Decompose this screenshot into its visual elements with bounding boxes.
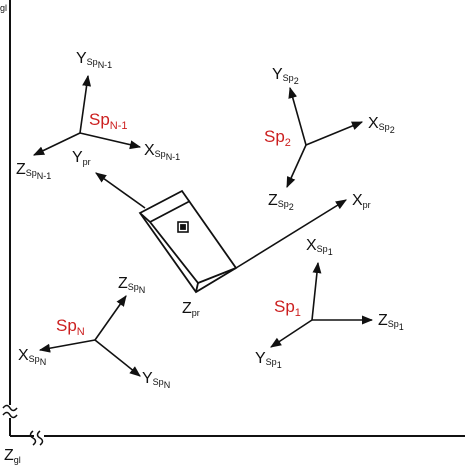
sp-2-z-arrow: [286, 144, 307, 189]
sp-n-y-label: YSpN: [142, 370, 170, 390]
probe-x-axis-arrow: [235, 199, 347, 269]
probe-y-label: Ypr: [72, 149, 91, 167]
sp-n-minus-1-x-label: XSpN-1: [144, 142, 180, 162]
sp-n-minus-1-x-arrow: [79, 132, 142, 150]
sp-2-y-label: YSp2: [272, 66, 299, 86]
sp-n-name: SpN: [56, 316, 85, 338]
frame-sp-1-axes: [270, 261, 374, 348]
frame-sp-n-axes: [38, 295, 141, 377]
global-axis-top-label: gl: [0, 3, 7, 13]
probe-marker: [177, 221, 189, 233]
probe-z-label: Zpr: [182, 300, 200, 318]
sp-n-minus-1-y-arrow: [79, 74, 92, 134]
sp-n-x-arrow: [38, 339, 96, 353]
sp-n-minus-1-z-arrow: [32, 132, 81, 156]
global-z-label: Zgl: [4, 447, 21, 465]
sp-n-z-label: ZSpN: [118, 275, 145, 295]
probe-body: [138, 189, 238, 294]
probe-x-label: Xpr: [352, 192, 371, 210]
axis-break-horizontal: [29, 430, 44, 446]
sp-n-minus-1-y-label: YSpN-1: [76, 50, 112, 70]
sp-1-y-arrow: [270, 319, 313, 348]
sp-n-x-label: XSpN: [18, 347, 46, 367]
sp-n-z-arrow: [94, 295, 127, 341]
sp-n-minus-1-z-label: ZSpN-1: [16, 161, 51, 181]
sp-2-x-label: XSp2: [368, 115, 395, 135]
probe-y-axis-arrow: [95, 172, 146, 209]
sp-n-y-arrow: [94, 339, 141, 377]
sp-2-y-arrow: [288, 86, 307, 146]
sp-1-y-label: YSp1: [255, 350, 282, 370]
global-axes: [2, 0, 465, 446]
sp-2-z-label: ZSp2: [268, 192, 294, 212]
sp-2-name: Sp2: [264, 127, 291, 149]
sp-1-z-label: ZSp1: [378, 312, 404, 332]
axis-break-vertical: [2, 404, 18, 419]
frame-sp-2-axes: [286, 86, 364, 189]
sp-1-name: Sp1: [274, 297, 301, 319]
sp-1-x-arrow: [311, 261, 322, 321]
probe-axes: [95, 172, 347, 269]
frame-sp-n-minus-1-axes: [32, 74, 142, 156]
sp-n-minus-1-name: SpN-1: [89, 110, 128, 132]
sp-2-x-arrow: [305, 121, 364, 146]
sp-1-x-label: XSp1: [306, 237, 333, 257]
